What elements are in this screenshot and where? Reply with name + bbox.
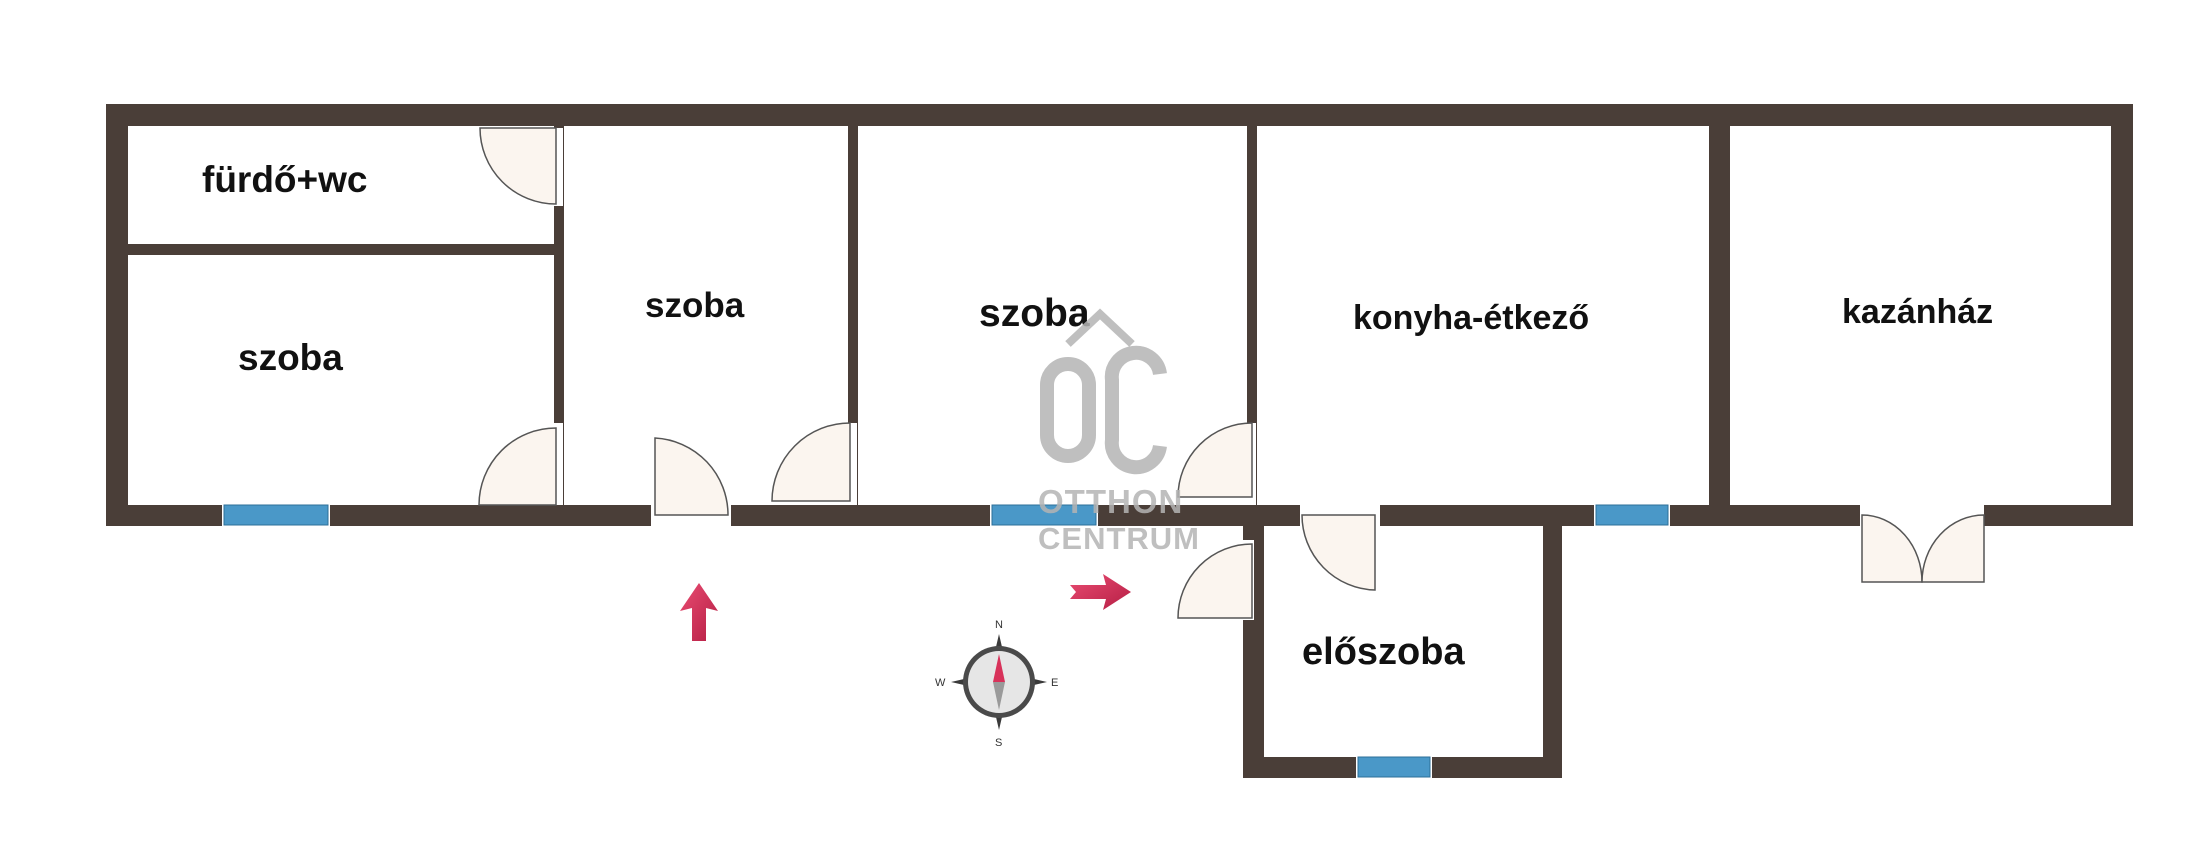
window-middle-room bbox=[990, 502, 1098, 529]
window-kitchen bbox=[1594, 502, 1670, 529]
walls bbox=[106, 104, 2133, 778]
oc-logo-icon bbox=[1040, 308, 1167, 475]
window-hall bbox=[1356, 754, 1432, 781]
wall-partition-1 bbox=[554, 126, 564, 506]
door-left-room bbox=[478, 427, 557, 506]
wall-hall-right bbox=[1543, 524, 1562, 778]
room-label-middle-left-room: szoba bbox=[645, 286, 745, 325]
room-label-left-room: szoba bbox=[238, 337, 343, 378]
compass-south: S bbox=[995, 737, 1002, 749]
watermark-line2: CENTRUM bbox=[1038, 521, 1200, 556]
door-hall-exterior bbox=[1177, 543, 1253, 619]
compass-north: N bbox=[995, 619, 1003, 631]
arrow-right-icon bbox=[1070, 574, 1131, 610]
room-label-hallway: előszoba bbox=[1302, 631, 1465, 673]
compass-needle-south-icon bbox=[993, 682, 1005, 710]
wall-partition-3 bbox=[1247, 126, 1257, 506]
wall-bath-divider bbox=[128, 244, 558, 255]
compass-east: E bbox=[1051, 677, 1058, 689]
windows bbox=[222, 502, 1670, 781]
room-label-bathroom: fürdő+wc bbox=[202, 159, 368, 200]
doors bbox=[478, 127, 1985, 620]
wall-top bbox=[106, 104, 2133, 126]
watermark-line1: OTTHON bbox=[1038, 483, 1183, 520]
door-boiler-right bbox=[1921, 514, 1985, 583]
room-label-boiler-room: kazánház bbox=[1842, 293, 1993, 331]
wall-partition-4 bbox=[1709, 126, 1730, 506]
arrow-up-icon bbox=[680, 583, 718, 641]
door-bathroom bbox=[479, 127, 557, 205]
door-middle-left-room bbox=[771, 422, 851, 502]
room-label-kitchen: konyha-étkező bbox=[1353, 299, 1589, 337]
compass-west: W bbox=[935, 677, 946, 689]
compass-needle-north-icon bbox=[993, 654, 1005, 682]
entrance-arrows bbox=[680, 574, 1131, 641]
watermark: OTTHON CENTRUM bbox=[1038, 308, 1200, 556]
wall-right bbox=[2111, 104, 2133, 526]
wall-left bbox=[106, 104, 128, 526]
door-middle-room bbox=[1177, 422, 1253, 498]
wall-partition-2 bbox=[848, 126, 858, 506]
room-labels: fürdő+wc szoba szoba szoba konyha-étkező… bbox=[202, 159, 1993, 673]
door-kitchen-hall bbox=[1301, 514, 1376, 591]
compass-rose: N S E W bbox=[935, 619, 1058, 749]
door-front-middle-left bbox=[654, 437, 729, 516]
room-label-middle-room: szoba bbox=[979, 292, 1090, 335]
window-left-room bbox=[222, 502, 330, 529]
